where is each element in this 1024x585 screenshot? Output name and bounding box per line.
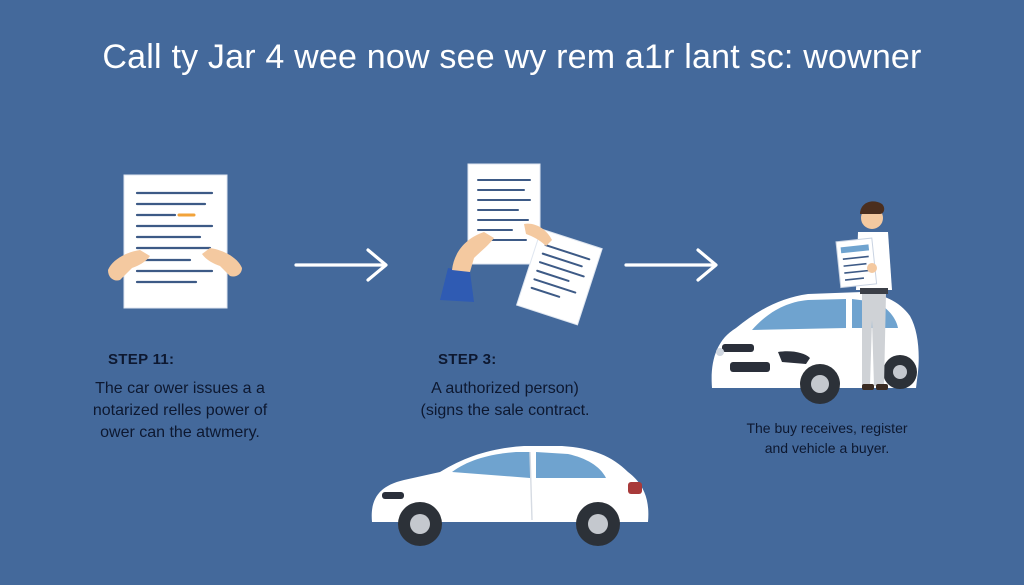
step-2-line: (signs the sale contract. — [420, 402, 590, 419]
car-icon — [371, 446, 649, 546]
page-title: Call ty Jar 4 wee now see wy rem a1r lan… — [102, 38, 922, 76]
arrow-right-icon — [294, 248, 388, 282]
step-1-line: ower can the atwmery. — [100, 424, 260, 441]
step-2-label: STEP 3: — [438, 351, 497, 368]
step-3-line: and vehicle a buyer. — [764, 440, 890, 456]
buyer-with-car-icon — [711, 201, 919, 404]
step-1-description: The car ower issues a a notarized relles… — [60, 378, 300, 444]
step-1-line: The car ower issues a a — [95, 380, 265, 397]
step-2-line: A authorized person) — [431, 380, 579, 397]
step-3-line: The buy receives, register — [746, 420, 908, 436]
step-3-description: The buy receives, register and vehicle a… — [712, 418, 942, 458]
signing-contract-icon — [440, 163, 603, 326]
step-2-description: A authorized person) (signs the sale con… — [390, 378, 620, 422]
document-hands-icon — [108, 174, 242, 309]
step-1-line: notarized relles power of — [92, 402, 268, 419]
arrow-right-icon — [624, 248, 718, 282]
step-1-label: STEP 11: — [108, 351, 175, 368]
